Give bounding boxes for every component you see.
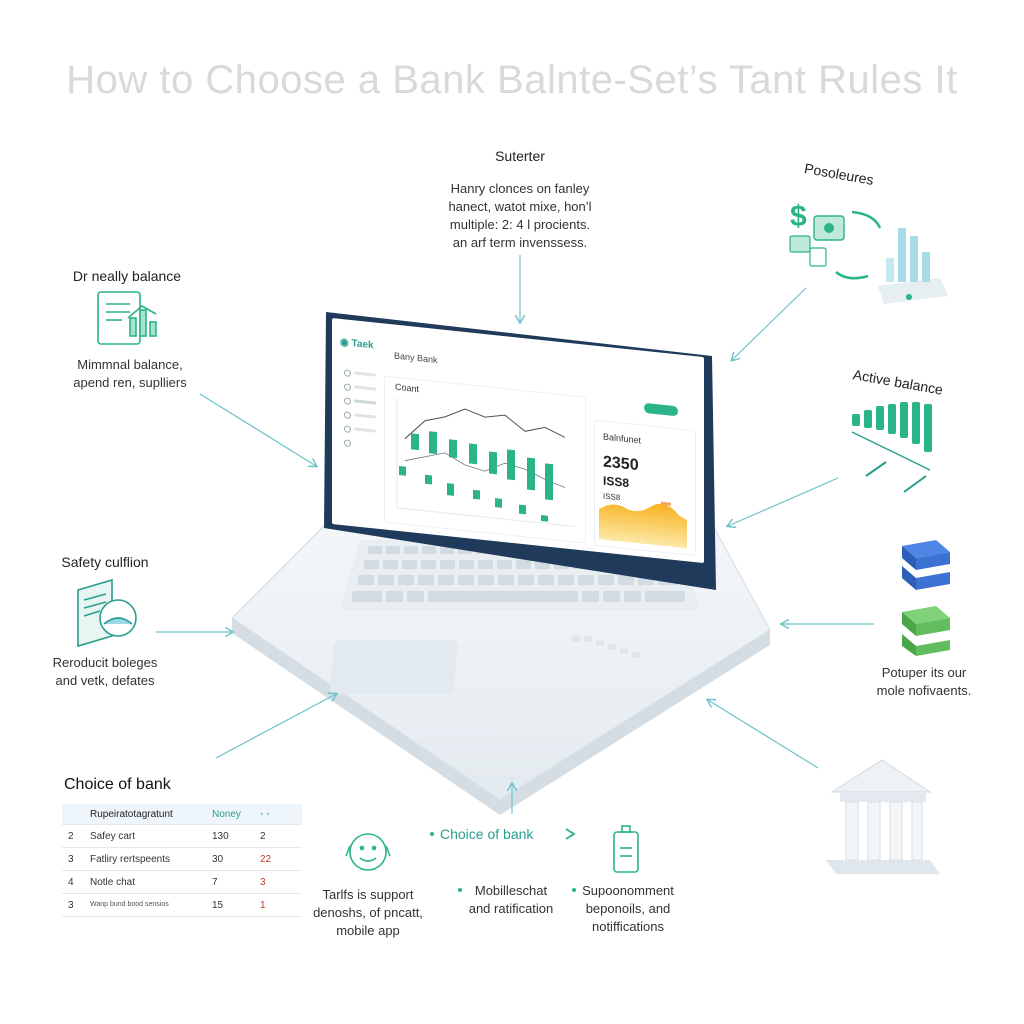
balance-value-1: 2350 xyxy=(603,453,639,475)
desc-line: and ratification xyxy=(468,901,554,916)
table-row: 3 Wanp bund bood sensios 15 1 xyxy=(62,893,302,917)
sidebar-item[interactable] xyxy=(354,413,376,419)
balance-area-chart xyxy=(599,501,687,549)
left-1-label: Dr neally balance xyxy=(72,268,182,284)
desc-line: and vetk, defates xyxy=(55,673,155,688)
row-value: 7 xyxy=(206,870,254,894)
sidebar-item-icon[interactable] xyxy=(344,439,351,447)
active-balance-bars-icon xyxy=(851,402,932,493)
row-value-2: 3 xyxy=(254,870,302,894)
row-value: 15 xyxy=(206,893,254,917)
sidebar-item-icon[interactable] xyxy=(344,397,351,405)
sidebar-item[interactable] xyxy=(354,385,376,391)
database-stack-icon xyxy=(902,540,950,656)
sidebar-item-icon[interactable] xyxy=(344,425,351,433)
desc-line: multiple: 2: 4 l procients. xyxy=(449,217,591,232)
laptop-screen: ◉ Taek Bany Bank Coant Balnfunet 2350 IS… xyxy=(332,318,704,564)
top-center-label: Suterter xyxy=(495,148,545,164)
table-row: 2 Safey cart 130 2 xyxy=(62,824,302,848)
balance-card: Balnfunet 2350 ISS8 ISS8 xyxy=(594,419,696,557)
desc-line: mole nofivaents. xyxy=(876,683,972,698)
bottom-col-2: Mobilleschat and ratification xyxy=(456,882,566,918)
money-exchange-icon: $ xyxy=(789,200,882,280)
app-subtitle: Bany Bank xyxy=(394,350,438,366)
svg-text:$: $ xyxy=(790,200,807,233)
desc-line: denoshs, of pncatt, xyxy=(313,905,423,920)
desc-line: Reroducit boleges xyxy=(52,655,158,670)
row-value: 30 xyxy=(206,847,254,871)
screen-action-button[interactable] xyxy=(644,402,678,417)
row-value-2: 1 xyxy=(254,893,302,917)
row-index: 2 xyxy=(62,824,84,848)
row-value: 130 xyxy=(206,824,254,848)
desc-line: Mobilleschat xyxy=(474,883,548,898)
logo-icon: ◉ xyxy=(340,336,352,350)
row-name: Notle chat xyxy=(84,870,206,894)
connector-arrows xyxy=(156,255,874,814)
desc-line: mobile app xyxy=(336,923,400,938)
header-cell: Noney xyxy=(206,804,254,825)
table-title: Choice of bank xyxy=(64,776,171,793)
desc-line: Tarlfs is support xyxy=(322,887,414,902)
header-cell: Rupeiratotagratunt xyxy=(84,804,206,825)
right-2-desc: Potuper its our mole nofivaents. xyxy=(854,664,994,700)
table-row: 4 Notle chat 7 3 xyxy=(62,870,302,894)
sidebar-item[interactable] xyxy=(354,371,376,377)
desc-line: an arf term invenssess. xyxy=(452,235,588,250)
app-logo[interactable]: ◉ Taek xyxy=(340,337,374,352)
row-name: Safey cart xyxy=(84,824,206,848)
row-index: 3 xyxy=(62,847,84,871)
table-header-row: Rupeiratotagratunt Noney ◦ ◦ xyxy=(62,804,302,825)
bank-choice-table: Rupeiratotagratunt Noney ◦ ◦ 2 Safey car… xyxy=(62,804,302,917)
bullet-dots xyxy=(430,828,576,892)
bank-building-icon xyxy=(826,759,940,874)
laptop-base xyxy=(230,519,771,815)
desc-line: Potuper its our xyxy=(881,665,967,680)
support-face-icon xyxy=(345,833,391,871)
phone-icon xyxy=(613,825,639,873)
row-value-2: 22 xyxy=(254,847,302,871)
balance-title: Balnfunet xyxy=(603,431,642,446)
row-name-text: Wanp bund bood sensios xyxy=(90,901,169,908)
desc-line: apend ren, suplliers xyxy=(73,375,187,390)
desc-line: beponoils, and xyxy=(585,901,671,916)
sidebar-item-icon[interactable] xyxy=(344,411,351,419)
table-row: 3 Fatliry rertspeents 30 22 xyxy=(62,847,302,871)
chart-graphic xyxy=(396,397,575,528)
sidebar-item-icon[interactable] xyxy=(344,383,351,391)
bottom-choice-label: Choice of bank xyxy=(440,826,534,842)
top-center-desc: Hanry clonces on fanley hanect, watot mi… xyxy=(420,180,620,252)
balance-value-2: ISS8 xyxy=(603,473,630,491)
row-index: 4 xyxy=(62,870,84,894)
desc-line: Supoonomment xyxy=(582,883,674,898)
left-1-desc: Mimmnal balance, apend ren, suplliers xyxy=(50,356,210,392)
brochure-icon xyxy=(77,578,137,648)
app-logo-text: Taek xyxy=(351,338,374,352)
left-2-label: Safety culflion xyxy=(61,554,149,570)
bottom-col-3: Supoonomment beponoils, and notifficatio… xyxy=(570,882,686,936)
bar-chart-icon xyxy=(878,228,948,304)
sidebar-item[interactable] xyxy=(354,427,376,433)
left-2-desc: Reroducit boleges and vetk, defates xyxy=(30,654,180,690)
sidebar-item[interactable] xyxy=(354,399,376,405)
page-title: How to Choose a Bank Balnte-Set’s Tant R… xyxy=(66,58,958,102)
row-name: Fatliry rertspeents xyxy=(84,847,206,871)
desc-line: Mimmnal balance, xyxy=(77,357,183,372)
trackpad xyxy=(329,640,459,694)
row-value-2: 2 xyxy=(254,824,302,848)
chart-card: Coant xyxy=(384,375,586,544)
header-cell xyxy=(62,804,84,825)
document-chart-icon xyxy=(97,291,157,345)
desc-line: hanect, watot mixe, hon’l xyxy=(448,199,592,214)
desc-line: Hanry clonces on fanley xyxy=(450,181,590,196)
row-index: 3 xyxy=(62,893,84,917)
bottom-col-1: Tarlfs is support denoshs, of pncatt, mo… xyxy=(308,886,428,940)
row-name: Wanp bund bood sensios xyxy=(84,893,206,917)
desc-line: notiffications xyxy=(591,919,665,934)
header-cell: ◦ ◦ xyxy=(254,804,302,825)
sidebar-item-icon[interactable] xyxy=(344,369,351,377)
